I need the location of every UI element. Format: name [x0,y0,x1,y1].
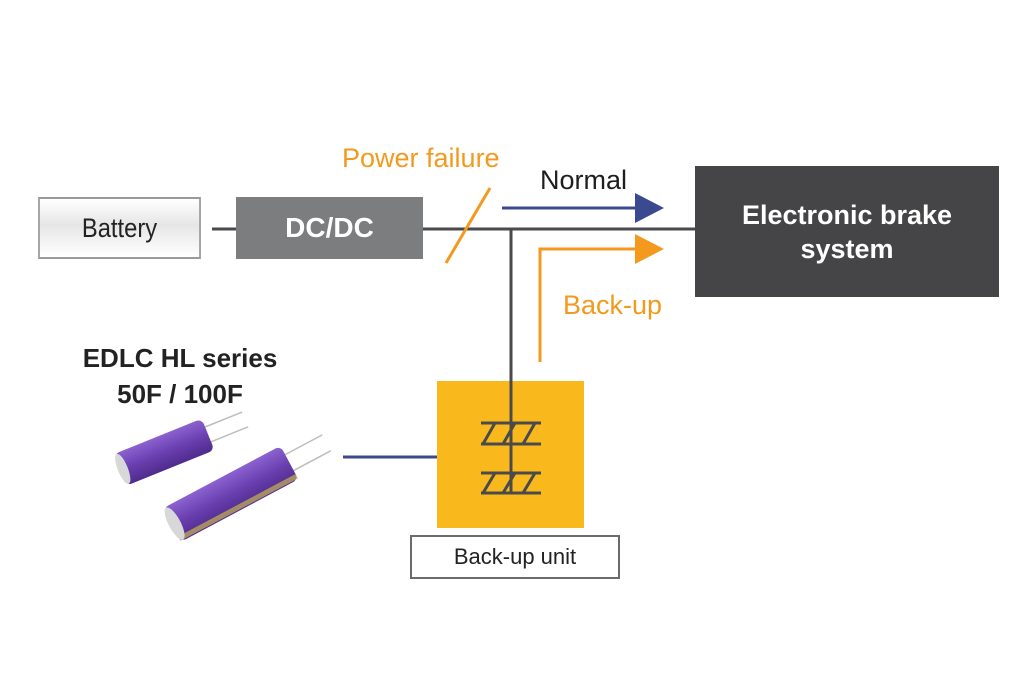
capacitor-large-icon [164,434,332,541]
backup-arrow-head [635,234,664,264]
ebs-label-line1: Electronic brake [741,199,953,230]
dcdc-label: DC/DC [285,212,374,243]
edlc-capacitance-label: 50F / 100F [117,379,243,409]
dcdc-converter-node: DC/DC [236,197,423,259]
normal-label: Normal [540,165,628,195]
power-failure-label: Power failure [342,143,500,173]
battery-node: Battery [38,197,201,259]
backup-label: Back-up [563,290,663,320]
normal-arrow-head [635,193,664,223]
edlc-product-title: EDLC HL series 50F / 100F [70,340,290,412]
battery-label: Battery [81,212,158,243]
edlc-series-label: EDLC HL series [82,343,278,373]
power-failure-break-mark [444,187,492,264]
capacitor-symbol-icon [481,381,541,495]
backup-arrow-line [538,247,640,362]
backup-unit-node [437,381,584,528]
backup-unit-label-box: Back-up unit [410,535,620,579]
backup-unit-label: Back-up unit [453,544,577,569]
ebs-label-line2: system [800,233,894,264]
capacitor-small-icon [115,411,249,484]
electronic-brake-system-node: Electronic brake system [695,166,999,297]
